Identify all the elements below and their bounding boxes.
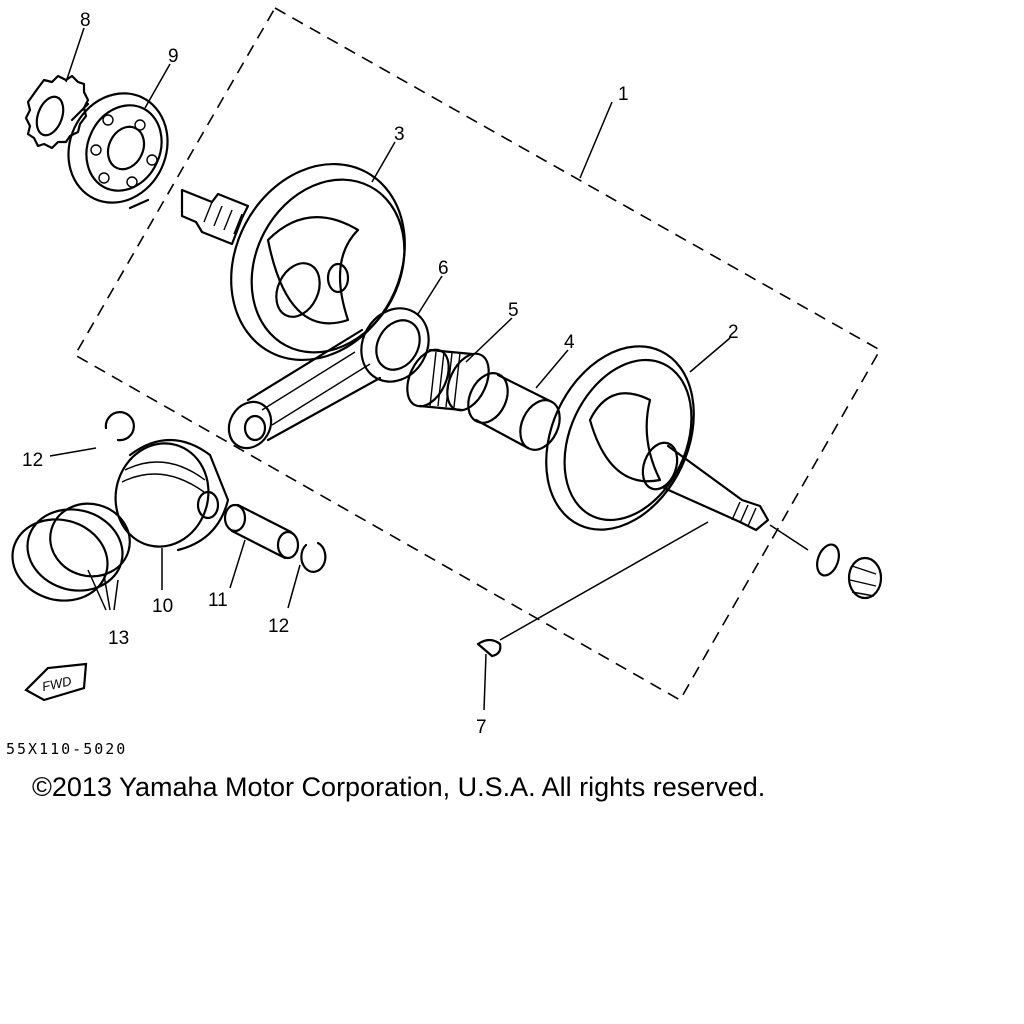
part-circlip-upper <box>104 411 135 442</box>
part-piston-rings <box>11 502 131 602</box>
part-woodruff-key <box>476 638 502 658</box>
callout-12-upper: 12 <box>22 450 43 471</box>
callout-1: 1 <box>618 84 629 105</box>
diagram-reference-code: 55X110-5020 <box>6 740 128 758</box>
leader-lines <box>49 27 809 711</box>
crankshaft-assembly-boundary <box>73 6 882 702</box>
part-circlip-lower <box>300 541 327 573</box>
part-piston-pin <box>223 503 300 560</box>
callout-10: 10 <box>152 596 173 617</box>
callout-6: 6 <box>438 258 449 279</box>
callout-7: 7 <box>476 717 487 738</box>
part-washer-nut <box>816 543 883 600</box>
callout-5: 5 <box>508 300 519 321</box>
part-crank-pin <box>467 372 561 451</box>
part-piston <box>114 438 230 552</box>
callout-8: 8 <box>80 10 91 31</box>
part-sprocket <box>24 74 90 150</box>
callout-4: 4 <box>564 332 575 353</box>
callout-11: 11 <box>208 590 228 611</box>
callout-13: 13 <box>108 628 129 649</box>
forward-arrow-icon: FWD <box>24 662 88 702</box>
callout-9: 9 <box>168 46 179 67</box>
part-needle-bearing <box>406 348 490 412</box>
part-right-crank <box>545 345 770 532</box>
part-bearing <box>67 92 169 210</box>
copyright-notice: ©2013 Yamaha Motor Corporation, U.S.A. A… <box>32 772 766 802</box>
callout-2: 2 <box>728 322 739 343</box>
forward-arrow-label: FWD <box>41 673 73 694</box>
callout-12-lower: 12 <box>268 616 289 637</box>
part-left-crank <box>180 162 406 362</box>
part-connecting-rod <box>227 307 430 450</box>
callout-3: 3 <box>394 124 405 145</box>
